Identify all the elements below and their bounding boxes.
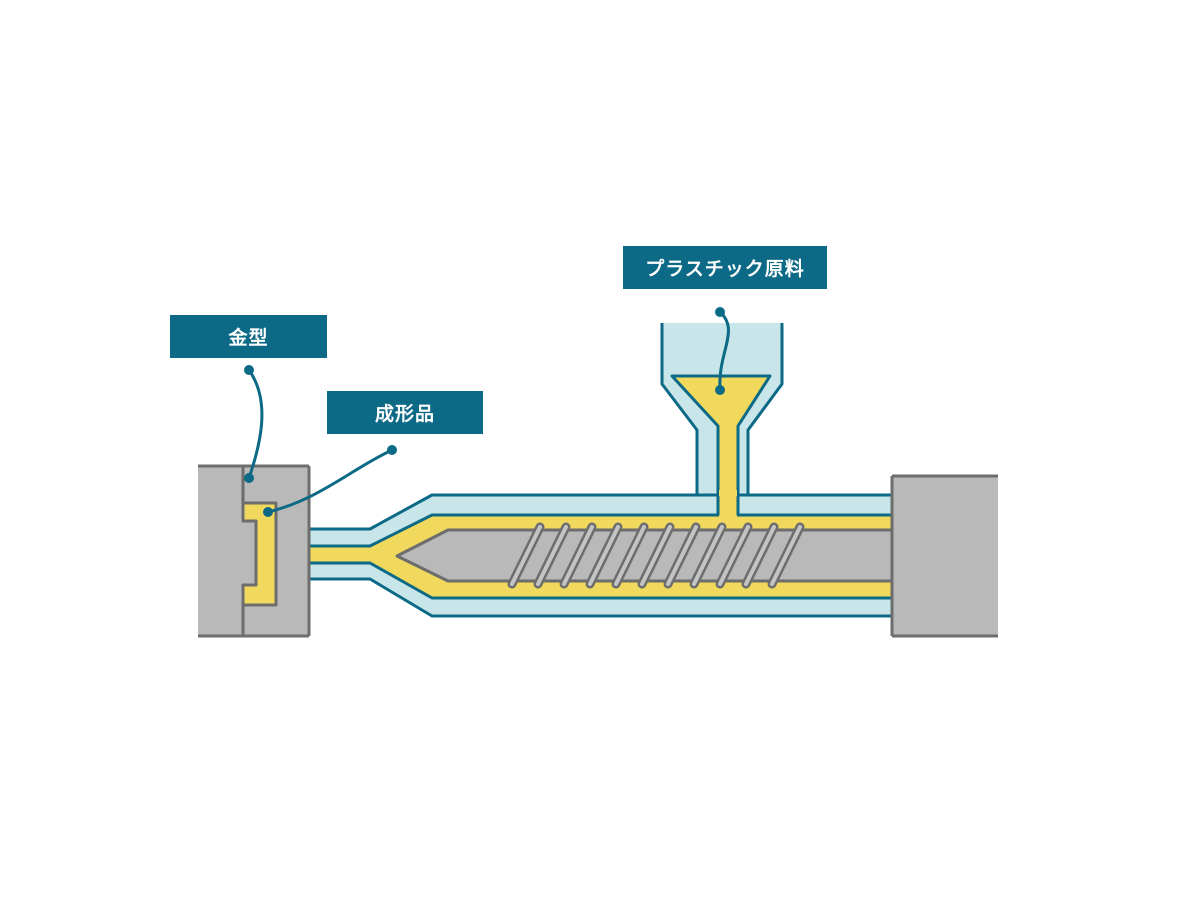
screw-flights bbox=[507, 522, 805, 589]
callout-dot-raw-anchor bbox=[715, 307, 725, 317]
callout-dot-mold-target bbox=[244, 473, 254, 483]
molded-product bbox=[241, 501, 278, 607]
callout-leaders bbox=[247, 310, 730, 514]
mold-left-half bbox=[198, 466, 243, 636]
callout-dot-product-anchor bbox=[387, 445, 397, 455]
callout-dot-mold-anchor bbox=[244, 365, 254, 375]
callout-dot-raw-target bbox=[715, 385, 725, 395]
drive-block bbox=[892, 476, 998, 636]
label-mold: 金型 bbox=[170, 315, 327, 358]
callout-dot-product-target bbox=[263, 507, 273, 517]
label-plastic-material: プラスチック原料 bbox=[623, 246, 827, 289]
hopper-throat bbox=[719, 490, 737, 518]
label-molded-product: 成形品 bbox=[327, 391, 483, 434]
